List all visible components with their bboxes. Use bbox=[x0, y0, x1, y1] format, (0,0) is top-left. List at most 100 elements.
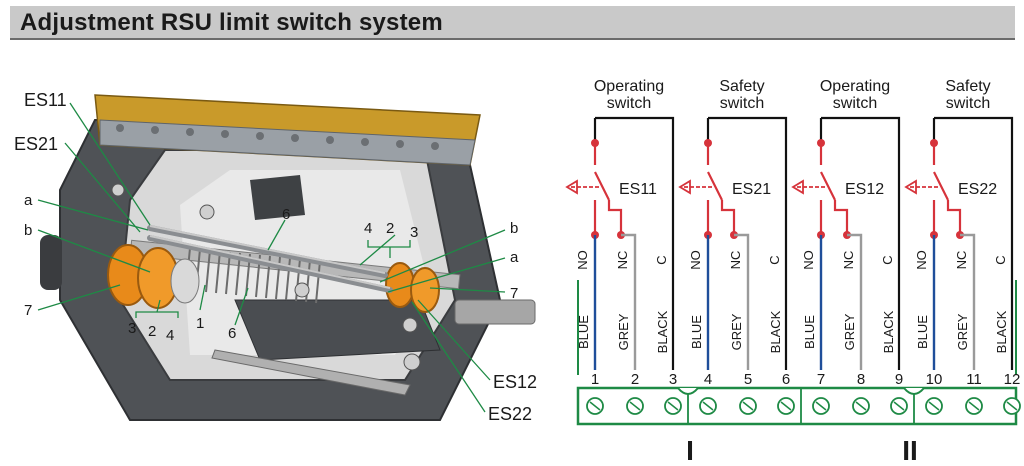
terminal-strip bbox=[94, 94, 481, 166]
switch-type-label: switch bbox=[720, 95, 764, 112]
actuator-arrow bbox=[791, 179, 804, 195]
wire-nc-grey bbox=[621, 233, 637, 370]
wire-color-label-black: BLACK bbox=[768, 310, 783, 353]
mechanism-illustration: ES11 ES21 ES12 ES22 a b 7 3 2 4 1 6 6 4 … bbox=[14, 90, 537, 424]
contact-label-c: C bbox=[654, 255, 669, 264]
group-label-i: I bbox=[686, 435, 694, 466]
contact-dot bbox=[930, 139, 938, 147]
wire-c-black bbox=[595, 116, 675, 370]
contact-legs bbox=[932, 200, 962, 235]
label-a-left: a bbox=[24, 192, 33, 209]
page-title: Adjustment RSU limit switch system bbox=[20, 9, 443, 36]
terminal-number: 9 bbox=[895, 371, 903, 388]
wire-color-label-blue: BLUE bbox=[576, 315, 591, 349]
terminal-number: 8 bbox=[857, 371, 865, 388]
terminal-number: 7 bbox=[817, 371, 825, 388]
wire-color-label-grey: GREY bbox=[616, 313, 631, 350]
label-4-right: 4 bbox=[364, 220, 372, 237]
terminal-side-rails bbox=[577, 280, 1017, 375]
label-3-left: 3 bbox=[128, 320, 136, 337]
contact-legs bbox=[593, 200, 623, 235]
wire-nc-grey bbox=[960, 233, 976, 370]
terminal-screw-slot bbox=[815, 401, 827, 411]
terminal-number: 12 bbox=[1004, 371, 1021, 388]
actuator-arrow bbox=[904, 179, 917, 195]
contact-blade bbox=[820, 171, 836, 201]
label-2-left: 2 bbox=[148, 323, 156, 340]
contact-label-nc: NC bbox=[728, 251, 743, 270]
wire-c-black bbox=[708, 116, 788, 370]
label-es12: ES12 bbox=[493, 372, 537, 392]
terminal-screw-slot bbox=[702, 401, 714, 411]
switch-code-label: ES12 bbox=[845, 181, 884, 198]
contact-dot bbox=[591, 139, 599, 147]
switch-type-label: switch bbox=[833, 95, 877, 112]
terminal-screw-slot bbox=[855, 401, 867, 411]
actuator-arrow bbox=[565, 179, 578, 195]
wire-color-label-blue: BLUE bbox=[689, 315, 704, 349]
terminal-screw-slot bbox=[968, 401, 980, 411]
contact-legs bbox=[819, 200, 849, 235]
switch-type-label: Operating bbox=[820, 78, 890, 95]
label-2-right: 2 bbox=[386, 220, 394, 237]
wire-color-label-blue: BLUE bbox=[915, 315, 930, 349]
contact-blade bbox=[594, 171, 610, 201]
label-7-left: 7 bbox=[24, 302, 32, 319]
label-es11: ES11 bbox=[24, 90, 67, 110]
label-b-left: b bbox=[24, 222, 32, 239]
terminal-number: 3 bbox=[669, 371, 677, 388]
rail-notch bbox=[903, 387, 925, 395]
label-1: 1 bbox=[196, 315, 204, 332]
terminal-screw-slot bbox=[928, 401, 940, 411]
terminal-number: 5 bbox=[744, 371, 752, 388]
label-6-lower: 6 bbox=[228, 325, 236, 342]
label-6-upper: 6 bbox=[282, 206, 290, 223]
terminal-number: 4 bbox=[704, 371, 712, 388]
contact-label-nc: NC bbox=[841, 251, 856, 270]
label-es21: ES21 bbox=[14, 134, 58, 154]
switch-type-label: switch bbox=[946, 95, 990, 112]
rail-notch bbox=[677, 387, 699, 395]
contact-label-nc: NC bbox=[954, 251, 969, 270]
contact-dot bbox=[704, 139, 712, 147]
terminal-screw-slot bbox=[1006, 401, 1018, 411]
wire-nc-grey bbox=[847, 233, 863, 370]
contact-label-nc: NC bbox=[615, 251, 630, 270]
terminal-number: 11 bbox=[966, 371, 982, 388]
contact-label-no: NO bbox=[575, 250, 590, 270]
terminal-screw-slot bbox=[589, 401, 601, 411]
contact-dot bbox=[817, 139, 825, 147]
contact-label-c: C bbox=[880, 255, 895, 264]
switch-code-label: ES22 bbox=[958, 181, 997, 198]
switch-type-label: Safety bbox=[945, 78, 990, 95]
terminal-screw-slot bbox=[667, 401, 679, 411]
contact-label-no: NO bbox=[688, 250, 703, 270]
terminal-screw-slot bbox=[629, 401, 641, 411]
title-bar: Adjustment RSU limit switch system bbox=[10, 6, 1015, 40]
wire-color-label-black: BLACK bbox=[994, 310, 1009, 353]
terminal-number: 2 bbox=[631, 371, 639, 388]
switch-type-label: Operating bbox=[594, 78, 664, 95]
terminal-rail bbox=[576, 386, 1018, 426]
contact-blade bbox=[707, 171, 723, 201]
switch-type-label: Safety bbox=[719, 78, 764, 95]
contact-label-c: C bbox=[767, 255, 782, 264]
terminal-number: 10 bbox=[926, 371, 943, 388]
terminal-screw-slot bbox=[742, 401, 754, 411]
terminal-number: 1 bbox=[591, 371, 599, 388]
actuator-arrow bbox=[678, 179, 691, 195]
label-b-right: b bbox=[510, 220, 518, 237]
contact-blade bbox=[933, 171, 949, 201]
group-label-ii: II bbox=[902, 435, 918, 466]
terminal-number: 6 bbox=[782, 371, 790, 388]
contact-label-no: NO bbox=[801, 250, 816, 270]
wire-color-label-blue: BLUE bbox=[802, 315, 817, 349]
label-4-left: 4 bbox=[166, 327, 174, 344]
label-a-right: a bbox=[510, 249, 519, 266]
label-es22: ES22 bbox=[488, 404, 532, 424]
